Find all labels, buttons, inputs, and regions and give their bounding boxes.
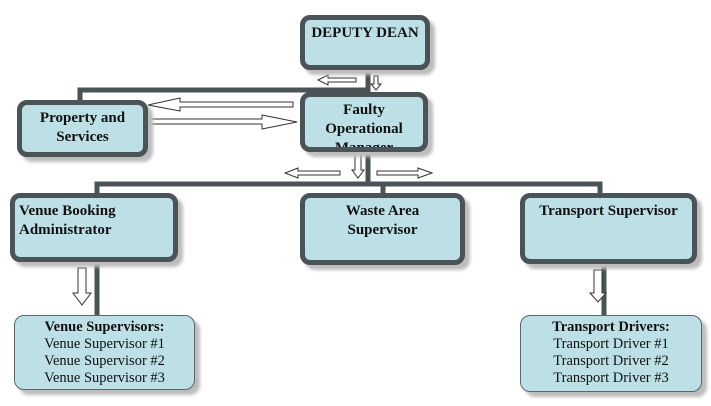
arrow-down-icon [72,267,92,306]
node-fom: Faulty Operational Manager (FOM) [300,92,428,152]
node-deputy-dean: DEPUTY DEAN [300,15,430,70]
arrow-down-icon [351,151,365,179]
list-item: Venue Supervisor #2 [44,353,165,369]
node-property-services: Property and Services [17,100,148,157]
arrow-right-icon [149,114,298,130]
node-label: Faulty Operational Manager (FOM) [325,102,403,152]
node-title: Venue Supervisors: [44,319,165,335]
arrow-left-icon [316,74,357,86]
arrow-left-icon [147,97,294,112]
arrow-right-icon [376,167,434,179]
list-item: Venue Supervisor #3 [44,370,165,386]
list-item: Transport Driver #3 [553,370,669,386]
node-waste-area: Waste Area Supervisor [300,193,465,265]
list-item: Transport Driver #1 [553,336,669,352]
node-label: Venue Booking Administrator [19,203,116,238]
connector-property [77,87,368,103]
node-transport-drivers: Transport Drivers: Transport Driver #1 T… [520,315,702,392]
node-label: DEPUTY DEAN [311,25,419,41]
node-title: Transport Drivers: [552,319,670,335]
arrow-left-icon [283,167,341,179]
arrow-down-icon [369,75,383,91]
connector-level2 [94,181,603,196]
node-venue-booking: Venue Booking Administrator [10,193,178,262]
node-label: Transport Supervisor [539,203,678,219]
arrow-down-icon [588,269,608,303]
node-label: Property and Services [39,110,126,145]
node-transport-supervisor: Transport Supervisor [520,193,697,264]
node-venue-supervisors: Venue Supervisors: Venue Supervisor #1 V… [14,315,195,390]
list-item: Venue Supervisor #1 [44,336,165,352]
node-label: Waste Area Supervisor [345,203,420,238]
list-item: Transport Driver #2 [553,353,669,369]
